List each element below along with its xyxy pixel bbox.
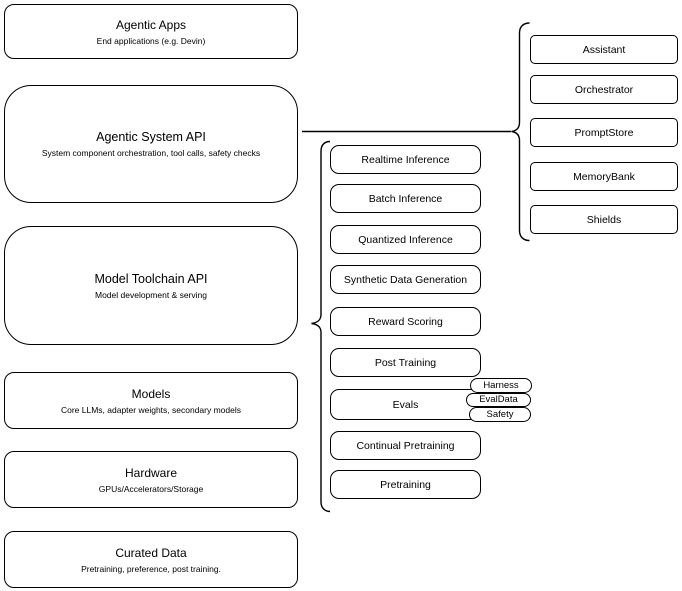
node-subtitle: GPUs/Accelerators/Storage xyxy=(98,483,204,494)
node-continual-pretraining: Continual Pretraining xyxy=(330,431,481,460)
node-orchestrator: Orchestrator xyxy=(530,75,678,104)
node-label: Orchestrator xyxy=(574,83,634,96)
node-reward-scoring: Reward Scoring xyxy=(330,307,481,336)
node-subtitle: Core LLMs, adapter weights, secondary mo… xyxy=(60,404,241,415)
node-label: PromptStore xyxy=(574,126,634,139)
node-subtitle: Pretraining, preference, post training. xyxy=(81,563,221,574)
node-label: MemoryBank xyxy=(573,170,635,183)
toolchain-group-brace xyxy=(311,140,331,513)
tag-safety: Safety xyxy=(469,407,531,422)
node-label: Reward Scoring xyxy=(368,315,443,328)
node-assistant: Assistant xyxy=(530,35,678,64)
node-agentic-system-api: Agentic System API System component orch… xyxy=(4,85,298,203)
node-title: Hardware xyxy=(124,465,178,480)
node-shields: Shields xyxy=(530,205,678,234)
node-title: Model Toolchain API xyxy=(94,271,208,286)
node-post-training: Post Training xyxy=(330,348,481,377)
node-label: Continual Pretraining xyxy=(356,439,455,452)
node-memorybank: MemoryBank xyxy=(530,162,678,191)
node-agentic-apps: Agentic Apps End applications (e.g. Devi… xyxy=(4,4,298,59)
node-label: Evals xyxy=(392,398,419,411)
node-subtitle: End applications (e.g. Devin) xyxy=(96,35,206,46)
node-label: Quantized Inference xyxy=(358,233,453,246)
node-label: Synthetic Data Generation xyxy=(343,273,468,286)
node-batch-inference: Batch Inference xyxy=(330,184,481,213)
node-subtitle: Model development & serving xyxy=(95,289,207,300)
node-label: Realtime Inference xyxy=(361,153,450,166)
node-promptstore: PromptStore xyxy=(530,118,678,147)
node-evals: Evals xyxy=(330,389,481,420)
node-title: Models xyxy=(131,386,171,401)
tag-evaldata: EvalData xyxy=(466,392,531,407)
tag-label: EvalData xyxy=(479,394,518,406)
node-label: Post Training xyxy=(374,356,437,369)
node-title: Curated Data xyxy=(115,545,187,560)
node-label: Assistant xyxy=(582,43,626,56)
node-label: Batch Inference xyxy=(368,192,443,205)
node-model-toolchain-api: Model Toolchain API Model development & … xyxy=(4,226,298,345)
node-label: Pretraining xyxy=(380,478,431,491)
tag-harness: Harness xyxy=(470,378,532,393)
node-title: Agentic Apps xyxy=(115,17,187,32)
node-curated-data: Curated Data Pretraining, preference, po… xyxy=(4,531,298,588)
tag-label: Safety xyxy=(486,408,514,420)
node-pretraining: Pretraining xyxy=(330,470,481,499)
node-synthetic-data-generation: Synthetic Data Generation xyxy=(330,265,481,294)
system-components-brace xyxy=(511,22,530,242)
node-subtitle: System component orchestration, tool cal… xyxy=(41,148,261,158)
node-realtime-inference: Realtime Inference xyxy=(330,145,481,174)
node-title: Agentic System API xyxy=(96,130,206,144)
tag-label: Harness xyxy=(483,379,519,391)
node-quantized-inference: Quantized Inference xyxy=(330,225,481,254)
node-models: Models Core LLMs, adapter weights, secon… xyxy=(4,372,298,429)
node-label: Shields xyxy=(586,213,622,226)
node-hardware: Hardware GPUs/Accelerators/Storage xyxy=(4,451,298,508)
